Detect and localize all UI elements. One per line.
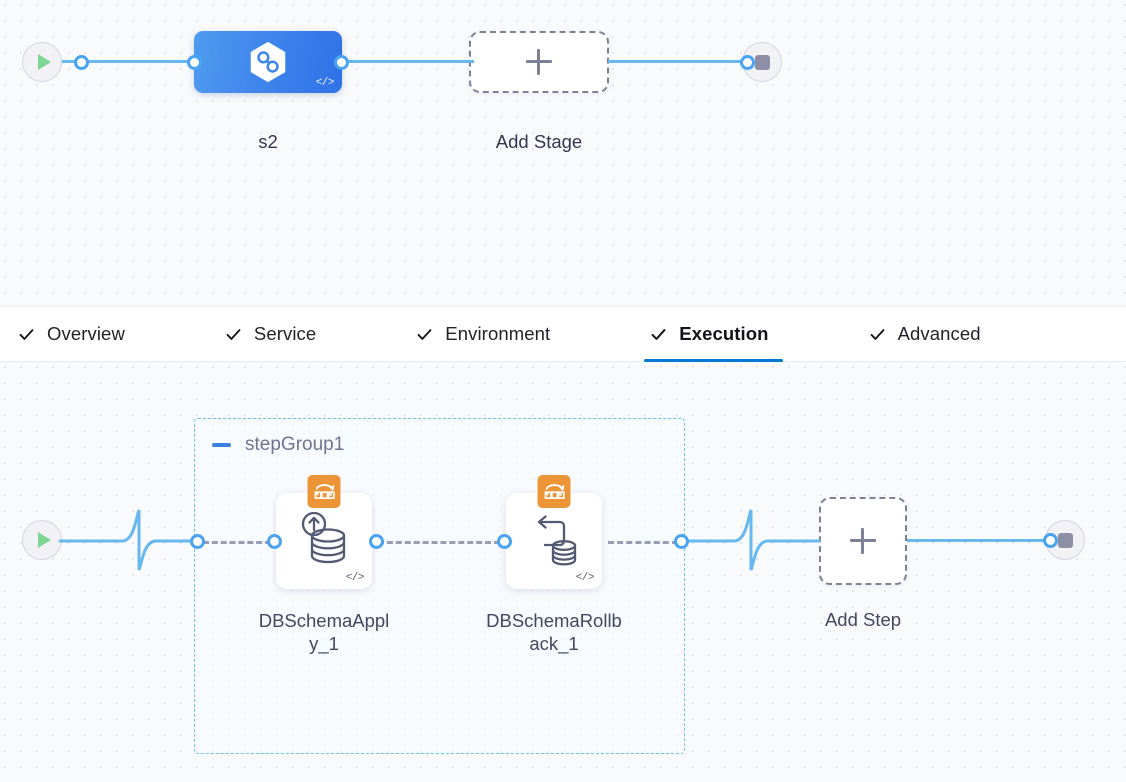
- plus-icon: [526, 49, 552, 75]
- tab-execution[interactable]: Execution: [644, 307, 790, 362]
- execution-canvas[interactable]: stepGroup1: [0, 362, 1126, 782]
- link-addstage-to-end: [608, 60, 748, 63]
- check-icon: [870, 328, 884, 340]
- step1-input-port[interactable]: [267, 534, 282, 549]
- end-input-port[interactable]: [740, 55, 755, 70]
- add-step-caption: Add Step: [824, 609, 902, 630]
- link-start-to-stage: [62, 60, 202, 63]
- link-stage-to-addstage: [338, 60, 474, 63]
- migration-glyph: [544, 483, 565, 499]
- check-icon: [19, 328, 34, 340]
- group-exit-port[interactable]: [674, 534, 689, 549]
- stop-icon: [754, 54, 770, 70]
- execution-start-node[interactable]: [22, 520, 62, 560]
- add-stage-button[interactable]: [469, 31, 609, 93]
- start-output-port[interactable]: [74, 55, 89, 70]
- stop-icon: [1057, 532, 1073, 548]
- link-step1-to-step2: [378, 541, 500, 544]
- tab-label: Overview: [47, 323, 125, 344]
- database-apply-up-arrow-icon: [276, 503, 372, 575]
- tab-service[interactable]: Service: [225, 307, 338, 361]
- add-stage-caption: Add Stage: [495, 131, 583, 152]
- step-caption-dbschemarollback: DBSchemaRollb ack_1: [486, 610, 622, 654]
- stage-end-node[interactable]: [740, 42, 782, 82]
- step-card[interactable]: </>: [276, 475, 372, 589]
- start-circle: [22, 42, 62, 82]
- check-icon: [226, 328, 241, 340]
- tab-environment[interactable]: Environment: [416, 307, 572, 361]
- stage-code-tag[interactable]: </>: [315, 77, 335, 89]
- minus-icon[interactable]: [212, 443, 231, 447]
- step-card[interactable]: </>: [506, 475, 602, 589]
- database-rollback-arrow-icon: [506, 503, 602, 575]
- step-group-title: stepGroup1: [245, 434, 345, 455]
- execution-end-node[interactable]: [1043, 520, 1085, 560]
- tab-label: Advanced: [897, 323, 981, 344]
- group-entry-port[interactable]: [190, 534, 205, 549]
- stage-node-s2[interactable]: </>: [187, 31, 349, 93]
- step-group-header[interactable]: stepGroup1: [212, 434, 344, 456]
- stage-caption-s2: s2: [258, 131, 278, 152]
- stage-canvas[interactable]: </> s2 Add Stage: [0, 0, 1126, 306]
- step-group-container[interactable]: [194, 418, 685, 754]
- stage-input-port[interactable]: [187, 55, 202, 70]
- add-stage-node[interactable]: [469, 31, 609, 93]
- link-start-to-group: [58, 509, 198, 571]
- add-step-button[interactable]: [819, 497, 907, 585]
- tab-label: Service: [253, 323, 317, 344]
- stage-start-node[interactable]: [22, 42, 89, 82]
- play-icon: [37, 54, 51, 70]
- migration-glyph: [314, 483, 335, 499]
- db-schema-migration-icon: [537, 475, 571, 508]
- link-addstep-to-end: [907, 539, 1050, 542]
- step-node-dbschemaapply[interactable]: </>: [276, 475, 372, 589]
- step-code-tag[interactable]: </>: [345, 572, 365, 584]
- tab-label: Execution: [679, 323, 769, 344]
- add-step-node[interactable]: [819, 497, 907, 585]
- start-circle: [22, 520, 62, 560]
- tab-advanced[interactable]: Advanced: [869, 307, 1003, 361]
- stage-card[interactable]: </>: [194, 31, 342, 93]
- harness-hexagon-icon: [250, 41, 286, 83]
- check-icon: [651, 328, 666, 340]
- link-groupentry-to-step1: [203, 541, 271, 544]
- db-schema-migration-icon: [307, 475, 341, 508]
- stage-output-port[interactable]: [334, 55, 349, 70]
- step-code-tag[interactable]: </>: [575, 572, 595, 584]
- step-caption-dbschemaapply: DBSchemaAppl y_1: [258, 610, 390, 654]
- play-icon: [37, 532, 51, 548]
- stage-config-tabs[interactable]: Overview Service Environment Execution A: [0, 306, 1126, 362]
- end-input-port[interactable]: [1043, 533, 1058, 548]
- link-step2-to-groupexit: [608, 541, 678, 544]
- link-group-to-addstep: [684, 509, 821, 571]
- step2-input-port[interactable]: [369, 534, 384, 549]
- plus-icon: [850, 528, 876, 554]
- tab-overview[interactable]: Overview: [18, 307, 147, 361]
- step-node-dbschemarollback[interactable]: </>: [506, 475, 602, 589]
- check-icon: [417, 328, 432, 340]
- tab-label: Environment: [445, 323, 551, 344]
- step1-output-port[interactable]: [497, 534, 512, 549]
